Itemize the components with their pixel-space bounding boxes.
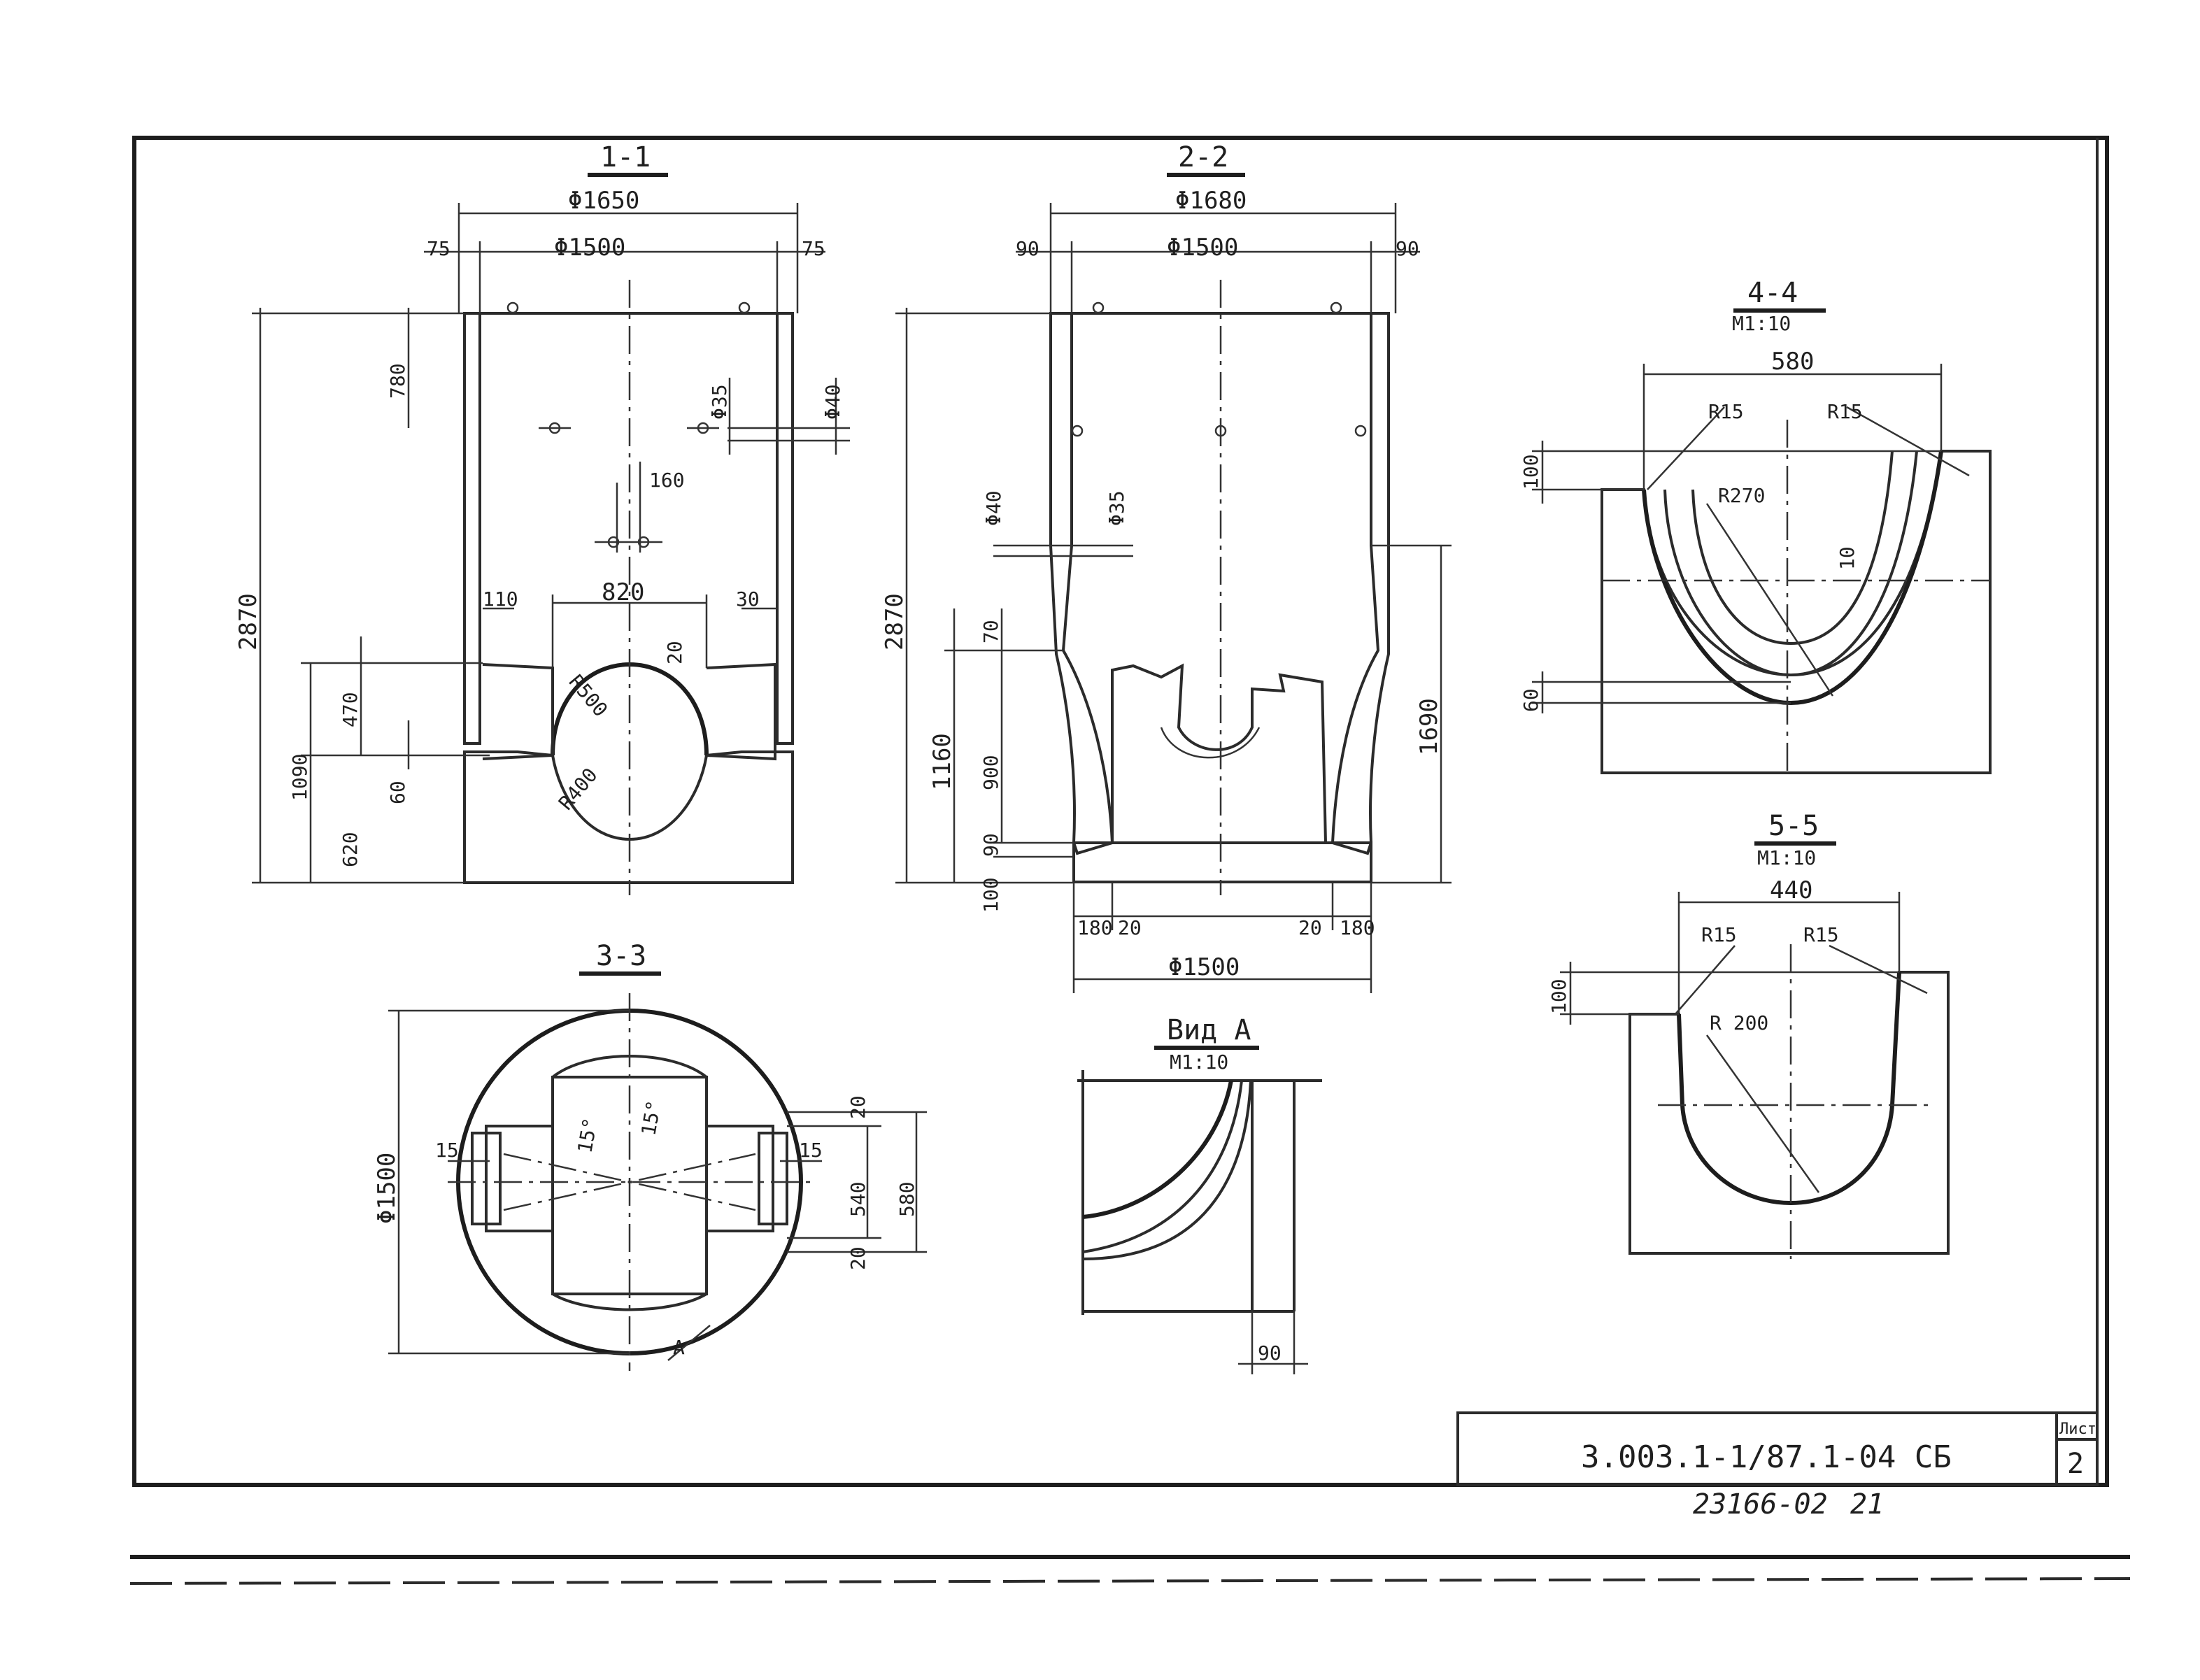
dim-label: Φ1500 [1168, 953, 1240, 981]
section-2-2: 2-2 [881, 141, 1452, 993]
dim-label: 160 [649, 469, 685, 492]
dim-label: 180 [1077, 916, 1113, 939]
dim-label: 100 [979, 877, 1002, 913]
dim-label: R15 [1708, 400, 1744, 423]
dim-label: 100 [1547, 978, 1570, 1014]
dim-label: 70 [979, 620, 1002, 643]
scale-label: M1:10 [1732, 312, 1791, 335]
dim-label: 15° [637, 1099, 665, 1138]
dim-label: 15 [435, 1139, 459, 1162]
section-title: Вид А [1167, 1014, 1251, 1046]
scale-label: M1:10 [1757, 846, 1816, 869]
view-arrow-label: A [673, 1336, 685, 1359]
dim-label: Φ40 [982, 490, 1005, 526]
dim-label: 470 [339, 692, 362, 727]
dim-label: 60 [1519, 688, 1542, 712]
dim-label: 20 [663, 641, 686, 664]
dim-label: 580 [1771, 348, 1814, 376]
dim-label: 1090 [288, 754, 311, 801]
dim-label: Φ1680 [1175, 187, 1247, 215]
section-title: 4-4 [1747, 277, 1798, 309]
dim-label: 820 [602, 578, 644, 606]
dim-label: 20 [1298, 916, 1322, 939]
dim-label: 10 [1836, 546, 1859, 570]
view-a: Вид А M1:10 90 [1077, 1014, 1322, 1374]
dim-label: 20 [846, 1095, 870, 1119]
dim-label: 100 [1519, 454, 1542, 490]
title-block: 3.003.1-1/87.1-04 СБ Лист 2 [1456, 1411, 2099, 1486]
section-1-1: 1-1 [234, 141, 850, 895]
dim-label: Φ1500 [373, 1153, 401, 1224]
dim-label: 75 [427, 237, 450, 260]
dim-label: 20 [846, 1246, 870, 1270]
sheet-label: Лист [2059, 1421, 2096, 1438]
dim-label: 440 [1770, 876, 1812, 904]
dim-label: R 200 [1710, 1011, 1768, 1034]
dim-label: 90 [1016, 237, 1039, 260]
dim-label: Φ1500 [1167, 234, 1238, 262]
dim-label: 30 [736, 588, 760, 611]
dim-label: 2870 [234, 593, 262, 650]
dim-label: 1690 [1415, 698, 1443, 755]
dim-label: 900 [979, 755, 1002, 790]
document-code: 3.003.1-1/87.1-04 СБ [1581, 1439, 1952, 1475]
dim-label: Φ1650 [568, 187, 639, 215]
dim-label: Φ40 [821, 384, 844, 420]
section-5-5: 5-5 M1:10 440 R15 R15 100 R 200 [1547, 810, 1950, 1259]
dim-label: 540 [846, 1181, 870, 1217]
dim-label: 15° [573, 1116, 602, 1155]
section-title: 5-5 [1768, 810, 1819, 842]
inventory-number: 23166-02 [1693, 1488, 1828, 1521]
dim-label: Φ35 [1105, 490, 1128, 526]
dim-label: 15 [799, 1139, 823, 1162]
dim-label: R15 [1827, 400, 1863, 423]
dim-label: 180 [1340, 916, 1375, 939]
dim-label: 90 [979, 833, 1002, 857]
dim-label: 20 [1118, 916, 1142, 939]
page-number: 21 [1850, 1488, 1884, 1521]
section-4-4: 4-4 M1:10 580 R15 R15 100 R270 10 60 [1519, 277, 1992, 776]
section-title: 1-1 [600, 141, 651, 173]
dim-label: 620 [339, 832, 362, 867]
dim-label: 2870 [881, 593, 909, 650]
dim-label: Φ35 [708, 384, 731, 420]
dim-label: 780 [386, 363, 409, 399]
dim-label: 1160 [928, 733, 956, 790]
dim-label: 90 [1258, 1341, 1282, 1365]
dim-label: 110 [483, 588, 518, 611]
section-title: 3-3 [596, 940, 646, 972]
dim-label: Φ1500 [554, 234, 625, 262]
dim-label: 580 [895, 1181, 918, 1217]
section-title: 2-2 [1178, 141, 1228, 173]
dim-label: R15 [1701, 923, 1737, 946]
footer-marks: 23166-02 21 [1693, 1488, 1884, 1521]
sheet-number: 2 [2067, 1448, 2084, 1480]
dim-label: R15 [1803, 923, 1839, 946]
sheet-frame [129, 136, 2131, 1585]
dim-label: 75 [802, 237, 825, 260]
section-3-3: 3-3 Φ1500 15 15° 15° [373, 940, 927, 1371]
scale-label: M1:10 [1170, 1051, 1228, 1074]
dim-label: 60 [386, 781, 409, 804]
dim-label: R270 [1718, 484, 1765, 507]
dim-label: 90 [1396, 237, 1419, 260]
